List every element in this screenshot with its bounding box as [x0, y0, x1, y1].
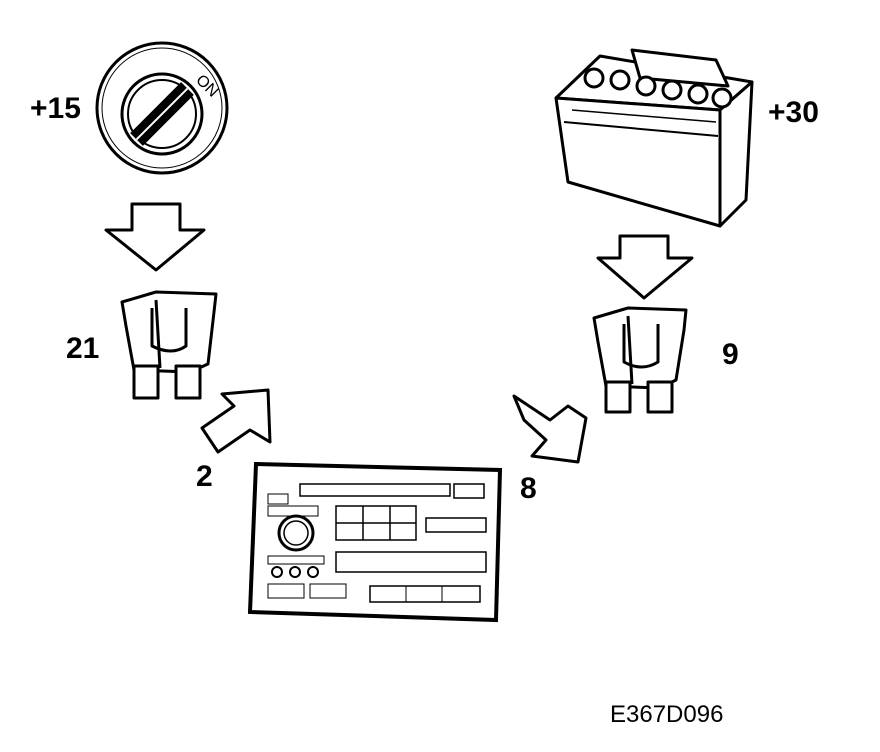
arrow-icon	[104, 202, 206, 272]
arrow-icon	[200, 388, 272, 454]
pin-right-label: 8	[520, 472, 537, 505]
radio-unit-icon	[247, 461, 503, 623]
fuse-icon	[592, 306, 688, 414]
fuse-left-number: 21	[66, 332, 100, 365]
battery-terminal-label: +30	[768, 96, 819, 129]
pin-left-label: 2	[196, 460, 213, 493]
arrow-icon	[596, 234, 694, 300]
fuse-right-number: 9	[722, 338, 739, 371]
fuse-icon	[120, 290, 218, 400]
arrow-icon	[512, 394, 588, 464]
ignition-switch-icon: ON	[95, 41, 229, 175]
battery-icon	[554, 48, 754, 228]
ignition-terminal-label: +15	[30, 92, 81, 125]
figure-code: E367D096	[610, 701, 724, 728]
